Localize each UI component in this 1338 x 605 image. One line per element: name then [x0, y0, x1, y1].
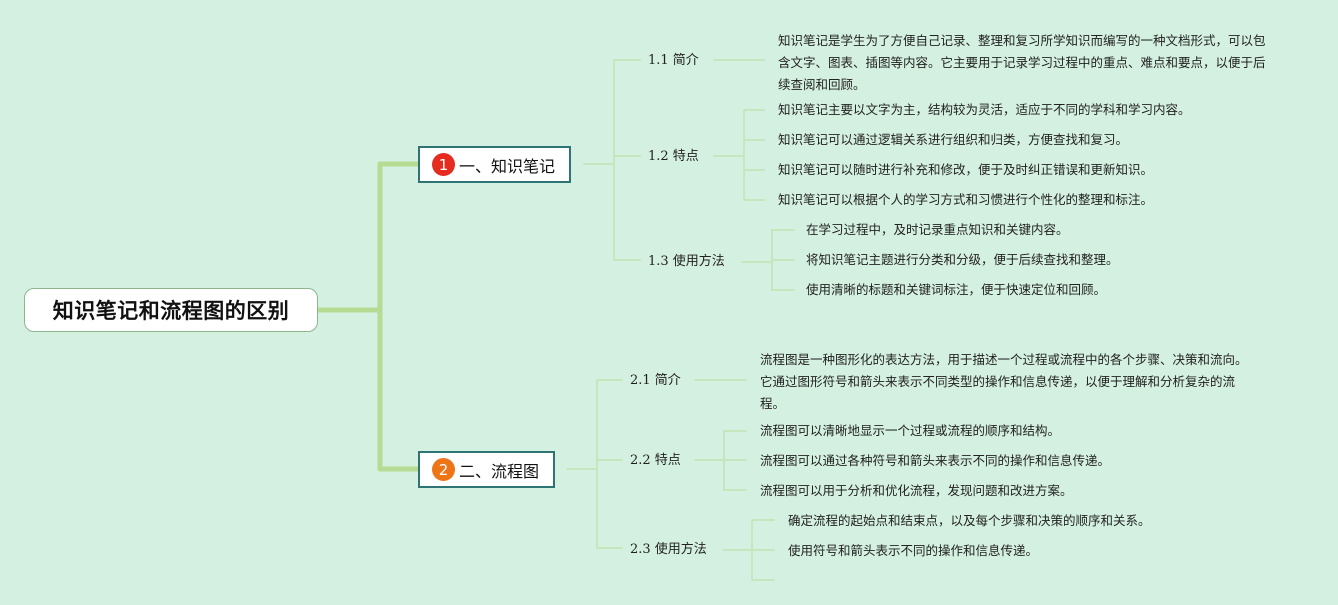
branch-label: 一、知识笔记 — [459, 156, 556, 176]
leaf-1-2-2[interactable]: 知识笔记可以通过逻辑关系进行组织和归类，方便查找和复习。 — [778, 132, 1129, 147]
root-title: 知识笔记和流程图的区别 — [52, 299, 290, 323]
leaf-2-2-2[interactable]: 流程图可以通过各种符号和箭头来表示不同的操作和信息传递。 — [760, 453, 1111, 468]
leaf-1-1-1[interactable]: 知识笔记是学生为了方便自己记录、整理和复习所学知识而编写的一种文档形式，可以包含… — [778, 33, 1266, 92]
leaf-2-2-3[interactable]: 流程图可以用于分析和优化流程，发现问题和改进方案。 — [760, 483, 1073, 498]
sub23-leaf-connector — [722, 519, 775, 581]
sub13-leaf-connector — [741, 229, 795, 291]
priority-1-badge: 1 — [432, 153, 455, 176]
priority-2-badge: 2 — [432, 458, 455, 481]
sub-1-3-usage[interactable]: 1.3 使用方法 — [648, 254, 725, 269]
branch-flowchart[interactable]: 2 二、流程图 — [418, 451, 556, 488]
sub-2-2-features[interactable]: 2.2 特点 — [630, 453, 681, 468]
leaf-1-3-2[interactable]: 将知识笔记主题进行分类和分级，便于后续查找和整理。 — [806, 252, 1119, 267]
leaf-2-2-1[interactable]: 流程图可以清晰地显示一个过程或流程的顺序和结构。 — [760, 423, 1061, 438]
sub-2-1-intro[interactable]: 2.1 简介 — [630, 373, 681, 388]
branch-knowledge-notes[interactable]: 1 一、知识笔记 — [418, 146, 572, 183]
sub-1-1-intro[interactable]: 1.1 简介 — [648, 53, 699, 68]
leaf-1-2-3[interactable]: 知识笔记可以随时进行补充和修改，便于及时纠正错误和更新知识。 — [778, 162, 1154, 177]
branch1-sub-connector — [583, 59, 641, 261]
sub-1-2-features[interactable]: 1.2 特点 — [648, 149, 699, 164]
leaf-1-3-3[interactable]: 使用清晰的标题和关键词标注，便于快速定位和回顾。 — [806, 282, 1107, 297]
sub22-leaf-connector — [694, 430, 747, 491]
leaf-1-3-1[interactable]: 在学习过程中，及时记录重点知识和关键内容。 — [806, 222, 1069, 237]
leaf-2-1-1[interactable]: 流程图是一种图形化的表达方法，用于描述一个过程或流程中的各个步骤、决策和流向。它… — [760, 352, 1248, 411]
branch-label: 二、流程图 — [459, 461, 540, 481]
sub12-leaf-connector — [713, 109, 765, 201]
leaf-1-2-1[interactable]: 知识笔记主要以文字为主，结构较为灵活，适应于不同的学科和学习内容。 — [778, 102, 1191, 117]
root-node[interactable]: 知识笔记和流程图的区别 — [24, 288, 318, 332]
sub-2-3-usage[interactable]: 2.3 使用方法 — [630, 542, 707, 557]
leaf-2-3-2[interactable]: 使用符号和箭头表示不同的操作和信息传递。 — [788, 543, 1039, 558]
branch2-sub-connector — [566, 379, 623, 549]
leaf-2-3-1[interactable]: 确定流程的起始点和结束点，以及每个步骤和决策的顺序和关系。 — [788, 513, 1151, 528]
leaf-1-2-4[interactable]: 知识笔记可以根据个人的学习方式和习惯进行个性化的整理和标注。 — [778, 192, 1154, 207]
